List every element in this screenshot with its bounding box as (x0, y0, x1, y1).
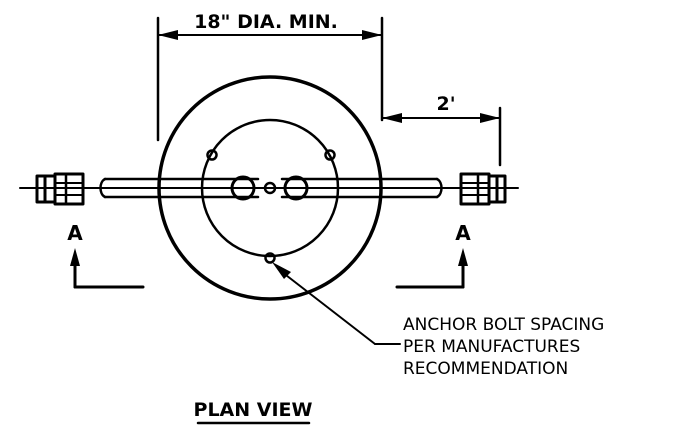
section-mark-left: A (67, 221, 145, 289)
anchor-bolt-note: ANCHOR BOLT SPACING PER MANUFACTURES REC… (403, 315, 604, 379)
anchor-bolt-upper-right (324, 149, 336, 161)
section-letter-right: A (455, 221, 471, 245)
conduit-hole-right (283, 175, 309, 201)
diameter-label: 18" DIA. MIN. (194, 11, 338, 33)
section-arrow-right (458, 248, 468, 266)
conduit-left (99, 177, 260, 199)
fixture-left (35, 172, 85, 206)
diameter-arrow-right (362, 30, 382, 40)
section-mark-right: A (395, 221, 471, 289)
fixture-right (459, 172, 507, 206)
view-title: PLAN VIEW (194, 399, 313, 421)
anchor-bolt-leader (272, 262, 401, 345)
center-hole (263, 181, 277, 195)
note-line-2: PER MANUFACTURES (403, 337, 580, 357)
anchor-bolt-bottom (264, 252, 276, 264)
section-letter-left: A (67, 221, 83, 245)
conduit-hole-left (230, 175, 256, 201)
anchor-bolt-upper-left (206, 149, 218, 161)
offset-label: 2' (436, 93, 455, 115)
diameter-arrow-left (158, 30, 178, 40)
view-title-group: PLAN VIEW (194, 399, 313, 425)
note-line-1: ANCHOR BOLT SPACING (403, 315, 604, 335)
foundation-outer-circle (157, 75, 383, 301)
diameter-dimension: 18" DIA. MIN. (156, 11, 384, 142)
bolt-circle (200, 118, 340, 258)
note-line-3: RECOMMENDATION (403, 359, 568, 379)
section-arrow-left (70, 248, 80, 266)
offset-dimension: 2' (381, 93, 502, 167)
offset-arrow-right (480, 113, 500, 123)
conduit-right (280, 177, 443, 199)
offset-arrow-left (382, 113, 402, 123)
